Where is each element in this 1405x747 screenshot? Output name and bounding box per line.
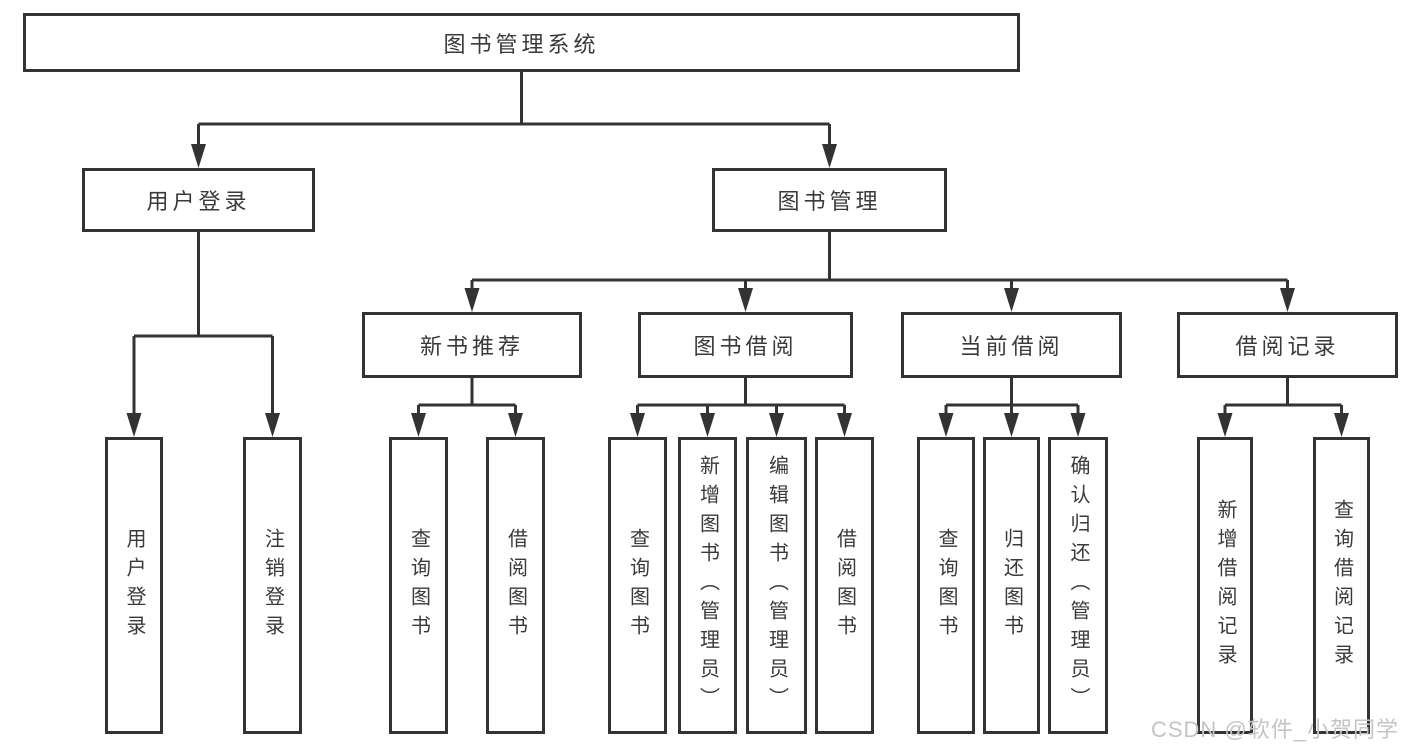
connector-book-mgmt-children bbox=[464, 232, 1295, 312]
arrowhead bbox=[1334, 413, 1349, 437]
node-root-label: 图书管理系统 bbox=[443, 31, 600, 57]
leaf-label: 查询图书 bbox=[935, 527, 957, 644]
csdn-watermark: CSDN @软件_小贺同学 bbox=[1150, 717, 1399, 742]
arrowhead bbox=[411, 413, 426, 437]
connector-book-borrow-children bbox=[630, 378, 852, 437]
leaf-label: 查询借阅记录 bbox=[1330, 498, 1353, 673]
arrowhead bbox=[1070, 413, 1086, 437]
leaf-edit-book-admin: 编辑图书（管理员） bbox=[746, 437, 807, 734]
arrowhead bbox=[938, 413, 954, 437]
connector-current-borrow-children bbox=[938, 378, 1086, 437]
node-book-borrow: 图书借阅 bbox=[638, 312, 853, 378]
node-borrow-records-label: 借阅记录 bbox=[1235, 334, 1340, 359]
leaf-label: 借阅图书 bbox=[504, 527, 527, 644]
leaf-label: 新增借阅记录 bbox=[1214, 498, 1236, 673]
arrowhead bbox=[738, 288, 753, 312]
leaf-label: 编辑图书（管理员） bbox=[765, 455, 788, 716]
node-user-login: 用户登录 bbox=[82, 168, 315, 232]
leaf-label: 新增图书（管理员） bbox=[696, 455, 719, 716]
node-user-login-label: 用户登录 bbox=[146, 189, 251, 214]
arrowhead bbox=[508, 413, 523, 437]
leaf-label: 用户登录 bbox=[123, 527, 145, 644]
leaf-label: 查询图书 bbox=[626, 527, 649, 644]
arrowhead bbox=[191, 144, 206, 168]
node-current-borrow: 当前借阅 bbox=[901, 312, 1122, 378]
arrowhead bbox=[837, 413, 852, 437]
node-new-book-recommend-label: 新书推荐 bbox=[419, 334, 524, 359]
leaf-add-book-admin: 新增图书（管理员） bbox=[678, 437, 737, 734]
leaf-borrow-books-1: 借阅图书 bbox=[486, 437, 545, 734]
node-book-management-label: 图书管理 bbox=[777, 189, 882, 214]
leaf-logout: 注销登录 bbox=[243, 437, 302, 734]
arrowhead bbox=[265, 413, 280, 437]
arrowhead bbox=[126, 413, 142, 437]
node-book-borrow-label: 图书借阅 bbox=[693, 334, 798, 359]
leaf-query-borrow-record: 查询借阅记录 bbox=[1313, 437, 1370, 734]
leaf-return-books: 归还图书 bbox=[983, 437, 1040, 734]
node-root: 图书管理系统 bbox=[23, 13, 1020, 72]
arrowhead bbox=[630, 413, 645, 437]
arrowhead bbox=[1217, 413, 1233, 437]
arrowhead bbox=[769, 413, 784, 437]
node-borrow-records: 借阅记录 bbox=[1177, 312, 1398, 378]
leaf-add-borrow-record: 新增借阅记录 bbox=[1197, 437, 1253, 734]
arrowhead bbox=[822, 144, 837, 168]
leaf-label: 归还图书 bbox=[1000, 527, 1023, 644]
arrowhead bbox=[464, 288, 480, 312]
connector-root-to-level2 bbox=[191, 72, 837, 168]
arrowhead bbox=[700, 413, 715, 437]
connector-user-login-children bbox=[126, 232, 280, 437]
connector-borrow-records-children bbox=[1217, 378, 1349, 437]
leaf-query-books-3: 查询图书 bbox=[917, 437, 975, 734]
leaf-query-books-1: 查询图书 bbox=[389, 437, 448, 734]
leaf-label: 借阅图书 bbox=[833, 527, 856, 644]
arrowhead bbox=[1004, 288, 1019, 312]
leaf-label: 查询图书 bbox=[407, 527, 430, 644]
connector-new-book-children bbox=[411, 378, 523, 437]
leaf-label: 注销登录 bbox=[261, 527, 284, 644]
arrowhead bbox=[1004, 413, 1019, 437]
arrowhead bbox=[1280, 288, 1295, 312]
node-new-book-recommend: 新书推荐 bbox=[362, 312, 582, 378]
node-book-management: 图书管理 bbox=[712, 168, 947, 232]
leaf-borrow-books-2: 借阅图书 bbox=[815, 437, 874, 734]
node-current-borrow-label: 当前借阅 bbox=[959, 334, 1064, 359]
leaf-label: 确认归还（管理员） bbox=[1067, 455, 1089, 716]
leaf-confirm-return-admin: 确认归还（管理员） bbox=[1048, 437, 1108, 734]
leaf-query-books-2: 查询图书 bbox=[608, 437, 667, 734]
leaf-user-login: 用户登录 bbox=[105, 437, 163, 734]
